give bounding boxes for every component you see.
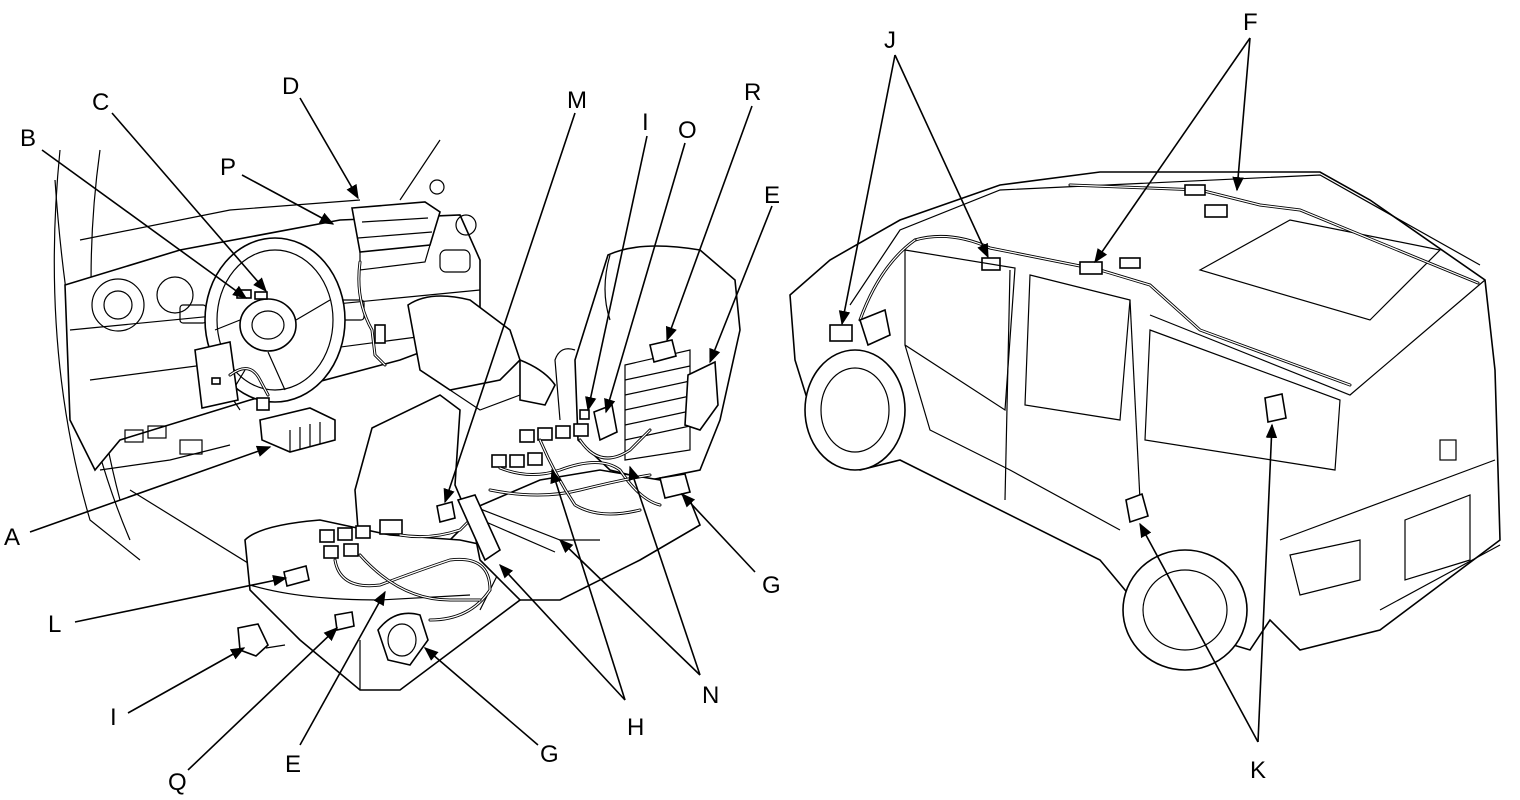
label-q: Q	[168, 769, 187, 796]
label-j: J	[884, 27, 896, 54]
label-k: K	[1250, 757, 1266, 784]
label-m: M	[567, 87, 587, 114]
label-p: P	[220, 154, 236, 181]
callout-labels: A B C D P M I O R E G N H G E Q I L J F …	[4, 9, 1266, 796]
label-g-right: G	[762, 572, 781, 599]
vehicle-interior-illustration	[53, 139, 741, 691]
label-f: F	[1243, 9, 1258, 36]
label-n: N	[702, 682, 719, 709]
label-e-top: E	[764, 182, 780, 209]
label-r: R	[744, 79, 761, 106]
label-e-bottom: E	[285, 751, 301, 778]
label-i-bottom: I	[110, 704, 117, 731]
label-i-top: I	[642, 109, 649, 136]
vehicle-exterior-illustration	[789, 171, 1501, 671]
label-o: O	[678, 117, 697, 144]
label-a: A	[4, 524, 20, 551]
label-d: D	[282, 73, 299, 100]
label-h: H	[627, 714, 644, 741]
label-g-bottom: G	[540, 741, 559, 768]
label-l: L	[48, 611, 61, 638]
leader-lines	[29, 37, 1278, 771]
label-b: B	[20, 125, 36, 152]
label-c: C	[92, 89, 109, 116]
